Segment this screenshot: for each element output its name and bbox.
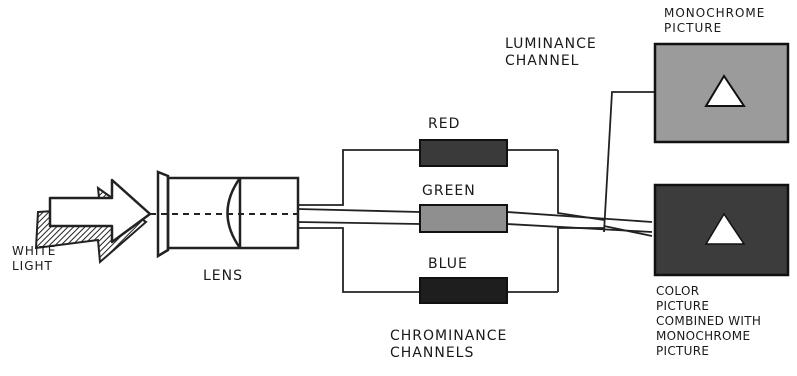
green-filter (419, 204, 508, 233)
monochrome-picture-label: MONOCHROME PICTURE (664, 6, 766, 35)
red-label: RED (428, 116, 461, 132)
lens-label: LENS (203, 268, 244, 284)
blue-label: BLUE (428, 256, 468, 272)
luminance-channel-line (603, 91, 655, 233)
monochrome-triangle (704, 74, 746, 107)
lens (150, 170, 300, 259)
luminance-channel-label: LUMINANCE CHANNEL (505, 36, 597, 69)
green-label: GREEN (422, 183, 476, 199)
white-light-label: WHITE LIGHT (12, 244, 57, 273)
color-picture-label: COLOR PICTURE COMBINED WITH MONOCHROME P… (656, 284, 762, 358)
color-triangle (704, 212, 746, 245)
blue-filter (419, 277, 508, 304)
white-light-arrow (34, 178, 152, 265)
light-path-lines (297, 149, 653, 293)
red-filter (419, 139, 508, 167)
chrominance-channels-label: CHROMINANCE CHANNELS (390, 328, 508, 361)
